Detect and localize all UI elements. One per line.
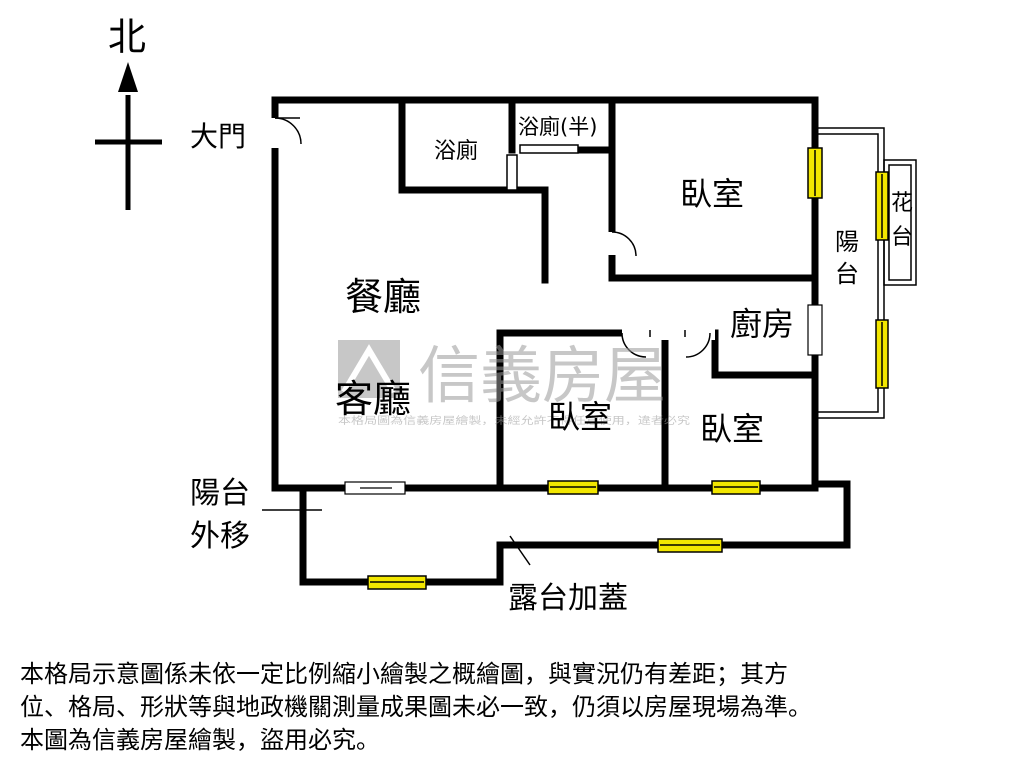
bedroom-door bbox=[605, 231, 637, 257]
watermark-brand: 信義房屋 bbox=[418, 339, 666, 412]
leader-lines bbox=[262, 509, 531, 566]
label-balcony-moved: 陽台 外移 bbox=[190, 476, 260, 554]
label-dining: 餐廳 bbox=[345, 275, 421, 319]
bath-sliding-doors bbox=[506, 144, 579, 191]
label-planter-2: 台 bbox=[891, 225, 913, 250]
living-sliding-door bbox=[344, 481, 406, 495]
label-balcony-east-1: 陽 bbox=[835, 228, 859, 256]
label-balcony-east-2: 台 bbox=[835, 260, 859, 288]
label-entrance: 大門 bbox=[190, 120, 246, 153]
label-bedroom-mid: 臥室 bbox=[548, 398, 612, 436]
label-bath1: 浴廁 bbox=[434, 139, 478, 164]
label-bath2: 浴廁(半) bbox=[518, 115, 597, 139]
entrance-door bbox=[268, 117, 302, 148]
label-planter-1: 花 bbox=[891, 191, 913, 216]
balcony-east-outline bbox=[815, 127, 917, 419]
kitchen-window bbox=[807, 304, 823, 356]
label-terrace-covered: 露台加蓋 bbox=[508, 581, 628, 616]
label-balcony-east: 陽 台 bbox=[835, 228, 867, 288]
label-balcony-moved-1: 陽台 bbox=[190, 476, 250, 511]
disclaimer-line-1: 本格局示意圖係未依一定比例縮小繪製之概繪圖，與實況仍有差距；其方 bbox=[20, 660, 788, 688]
label-planter: 花 台 bbox=[891, 191, 920, 250]
disclaimer-line-2: 位、格局、形狀等與地政機關測量成果圖未必一致，仍須以房屋現場為準。 bbox=[20, 693, 812, 721]
label-living: 客廳 bbox=[335, 377, 411, 421]
disclaimer-line-3: 本圖為信義房屋繪製，盜用必究。 bbox=[20, 726, 380, 754]
watermark-notice: 本格局圖為信義房屋繪製，未經允許不得任意使用，違者必究 bbox=[338, 414, 690, 427]
label-bedroom-main: 臥室 bbox=[680, 175, 744, 213]
middle-doors bbox=[621, 326, 715, 358]
label-bedroom-right: 臥室 bbox=[700, 410, 764, 448]
north-label: 北 bbox=[108, 15, 146, 59]
windows bbox=[367, 147, 889, 590]
label-balcony-moved-2: 外移 bbox=[190, 519, 250, 554]
disclaimer: 本格局示意圖係未依一定比例縮小繪製之概繪圖，與實況仍有差距；其方 位、格局、形狀… bbox=[20, 658, 1010, 757]
watermark: 信義房屋 本格局圖為信義房屋繪製，未經允許不得任意使用，違者必究 bbox=[338, 339, 690, 427]
north-arrow bbox=[95, 62, 162, 210]
walls bbox=[271, 96, 851, 586]
label-kitchen: 廚房 bbox=[730, 305, 794, 343]
